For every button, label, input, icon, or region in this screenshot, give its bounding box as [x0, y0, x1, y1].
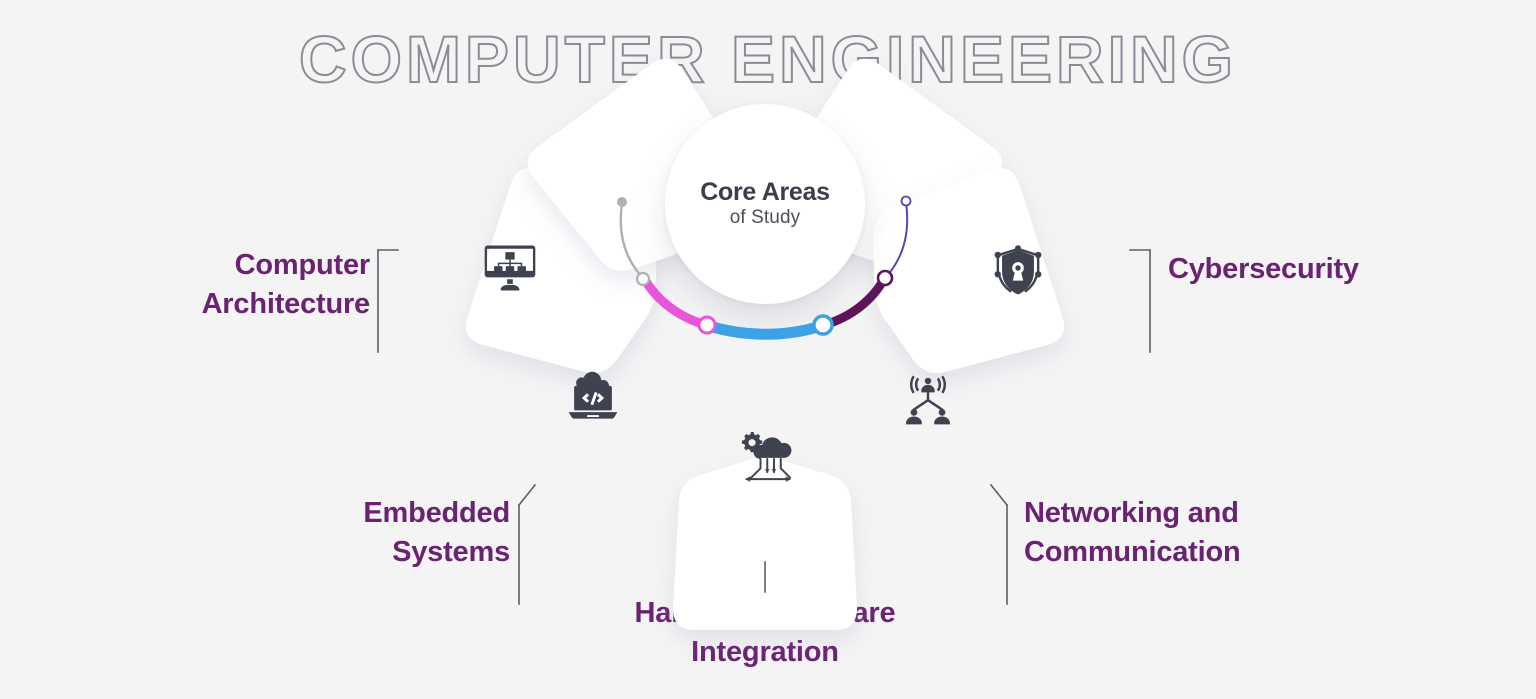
wireless-network-nodes-icon[interactable]: [898, 373, 958, 433]
arc-segment-embedded-systems[interactable]: [640, 275, 711, 330]
laptop-code-cloud-icon[interactable]: [563, 368, 623, 428]
shield-lock-icon[interactable]: [988, 242, 1048, 302]
petal-cybersecurity[interactable]: [849, 163, 1069, 391]
core-areas-hub[interactable]: Core Areas of Study: [665, 104, 865, 304]
arc-node-gray-end: [617, 197, 627, 207]
label-cybersecurity[interactable]: Cybersecurity: [1168, 253, 1359, 285]
hub-subtitle: of Study: [729, 207, 801, 229]
arc-segment-hardware-software-integration[interactable]: [703, 320, 827, 340]
arc-segment-computer-architecture[interactable]: [619, 201, 645, 280]
connector-networking-diagonal: [989, 483, 1009, 507]
label-computer-architecture[interactable]: Computer Architecture: [201, 249, 371, 320]
page-title: COMPUTER ENGINEERING: [298, 22, 1238, 96]
petal-hardware-software-integration[interactable]: [673, 458, 857, 630]
arc-node-purple-indigo[interactable]: [876, 269, 894, 287]
label-embedded-systems[interactable]: Embedded Systems: [363, 497, 510, 568]
arc-node-indigo-end[interactable]: [900, 195, 912, 207]
cloud-gear-circuit-icon[interactable]: [738, 428, 798, 488]
label-networking-and-communication[interactable]: Networking and Communication: [1024, 497, 1241, 568]
arc-segment-cybersecurity[interactable]: [885, 201, 909, 278]
monitor-hierarchy-icon[interactable]: [480, 238, 540, 298]
arc-segment-networking-and-communication[interactable]: [819, 274, 889, 330]
arc-node-gray-magenta[interactable]: [635, 271, 651, 287]
hub-title: Core Areas: [700, 177, 830, 206]
arc-node-magenta-blue[interactable]: [697, 315, 717, 335]
connector-embedded-systems-diagonal: [517, 483, 537, 507]
arc-node-blue-purple[interactable]: [812, 314, 834, 336]
